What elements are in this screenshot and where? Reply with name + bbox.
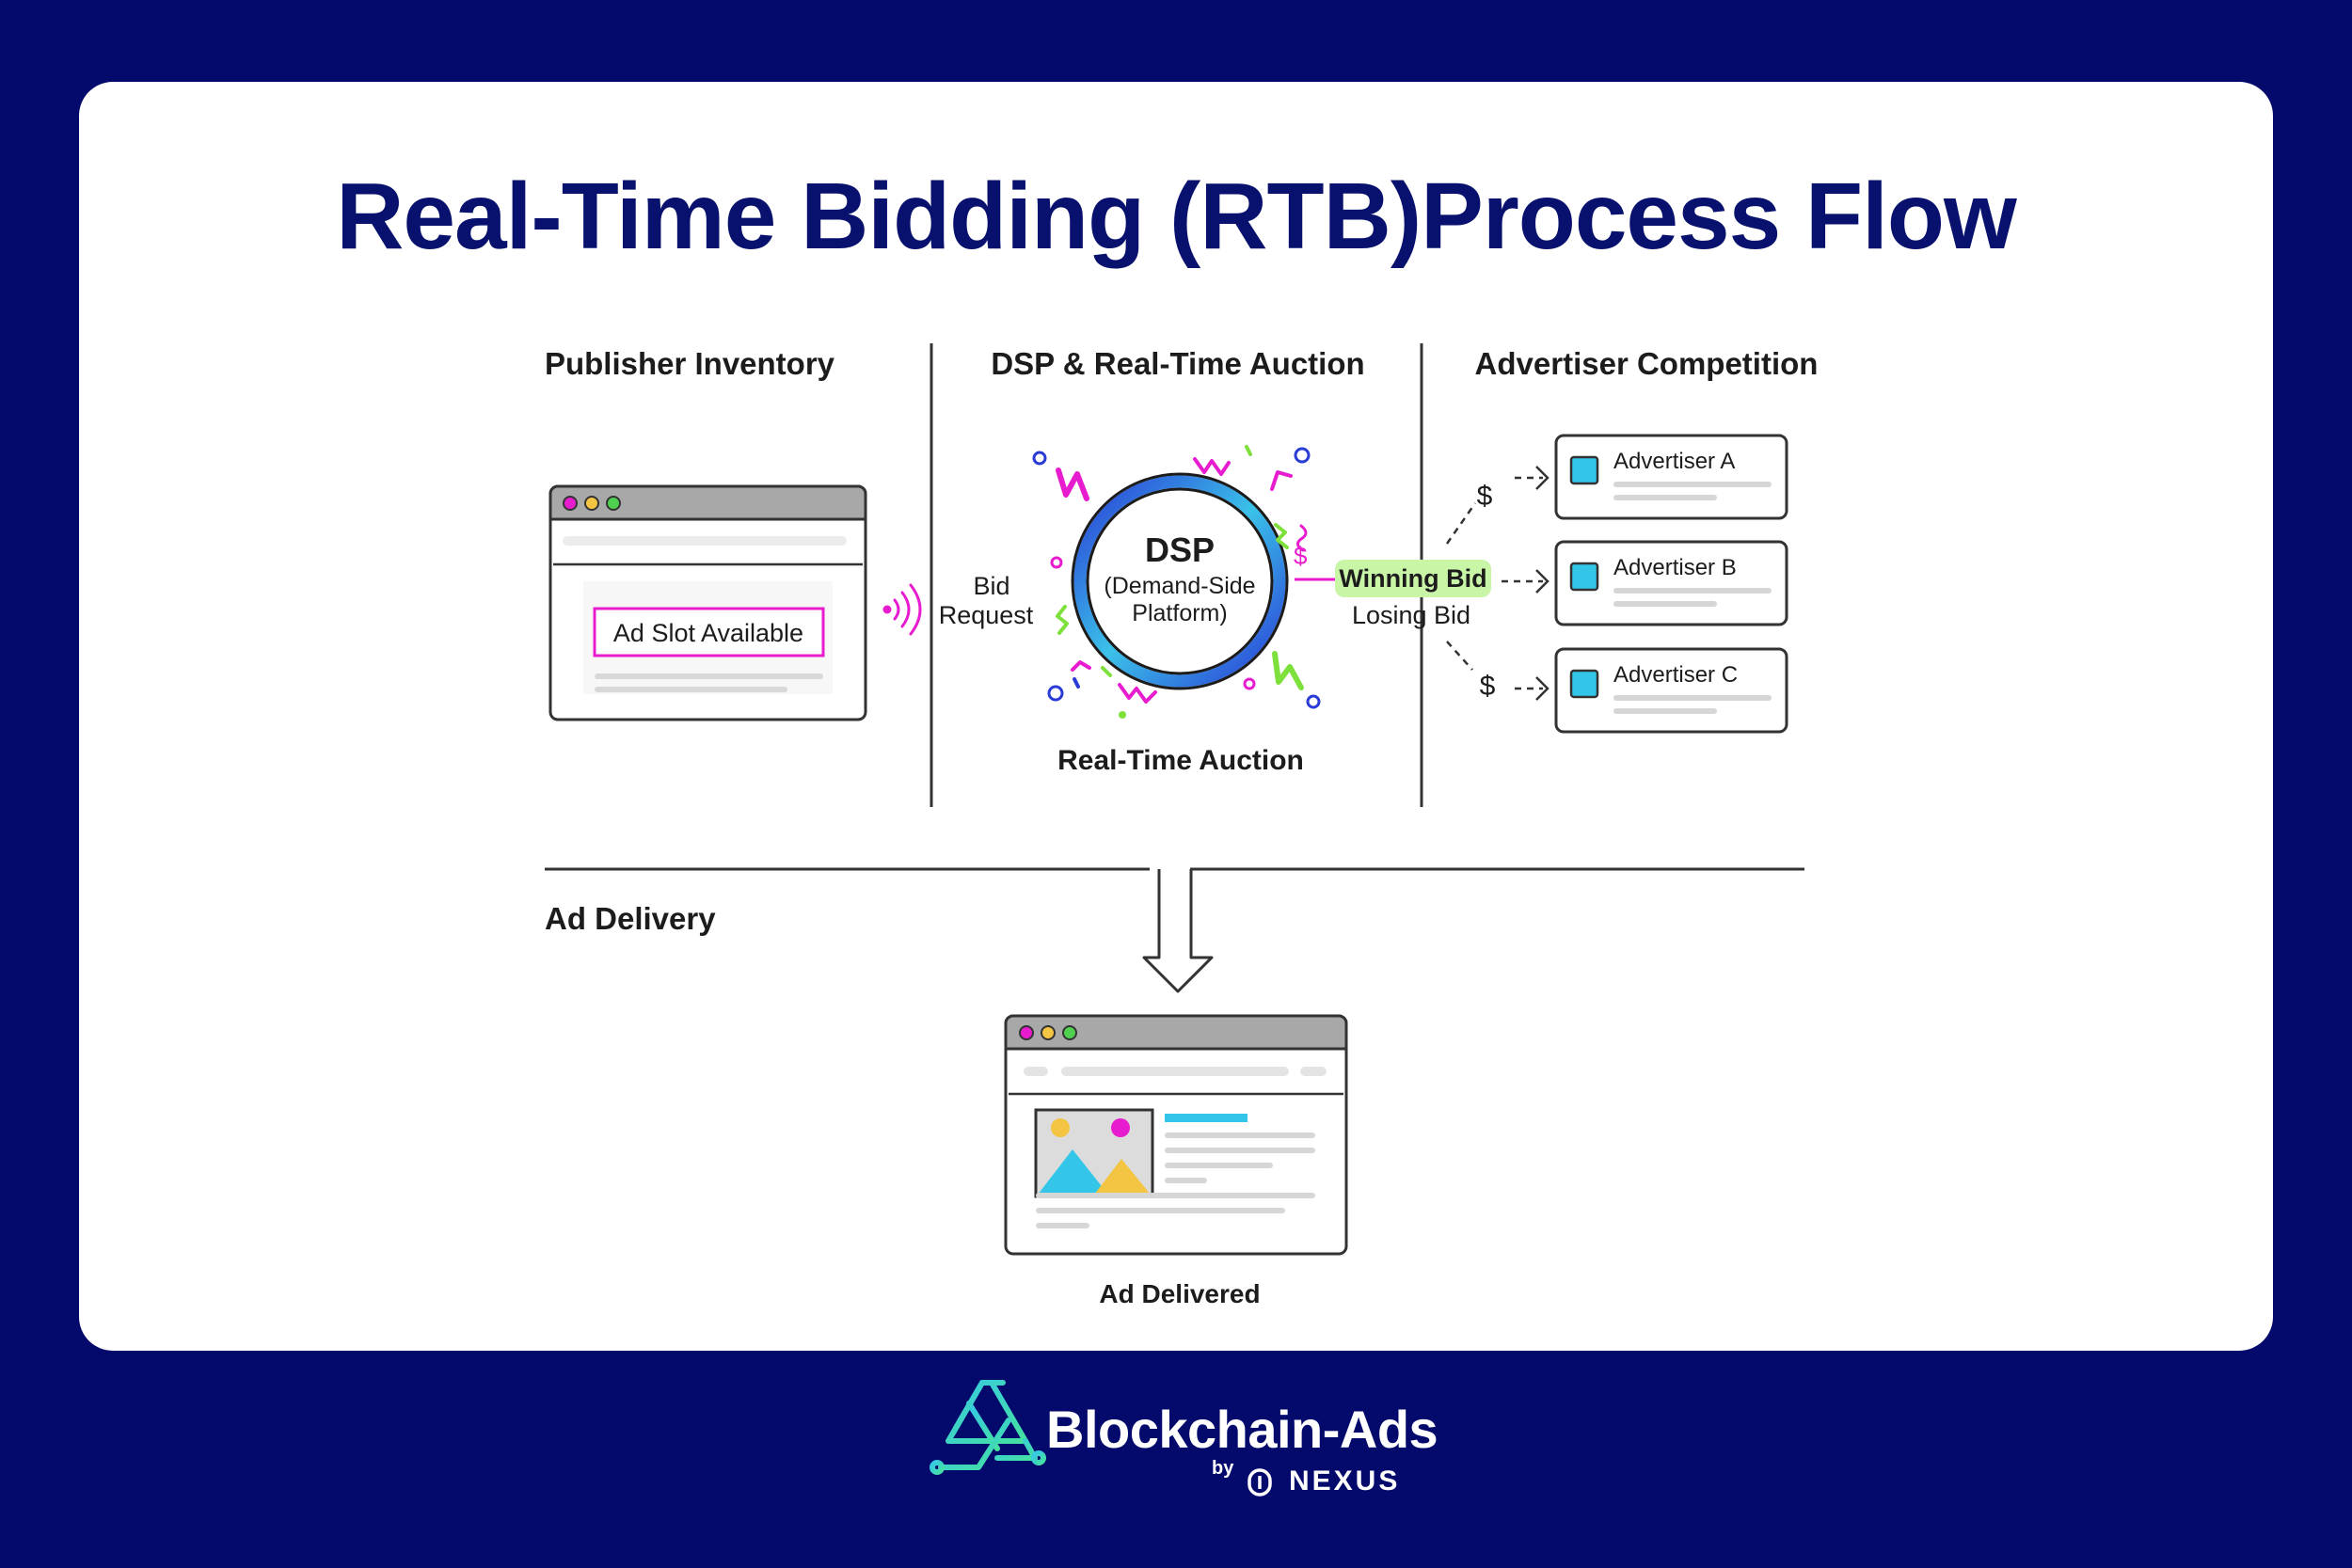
section-delivery: Ad Delivery bbox=[545, 901, 716, 936]
dsp-node: DSP (Demand-Side Platform) bbox=[1071, 472, 1289, 690]
ad-image-icon bbox=[1034, 1108, 1154, 1198]
ad-delivered-label: Ad Delivered bbox=[1099, 1279, 1260, 1308]
bid-request-label-line2: Request bbox=[939, 601, 1034, 629]
window-dot-yellow-icon bbox=[584, 496, 599, 511]
delivered-browser-window bbox=[1004, 1014, 1348, 1256]
blockchain-ads-logo-icon bbox=[930, 1380, 1046, 1475]
arrowheads-icon bbox=[1535, 466, 1549, 701]
bid-request-label-line1: Bid bbox=[973, 572, 1009, 600]
dsp-caption: Real-Time Auction bbox=[1057, 745, 1304, 776]
winning-bid-highlight bbox=[1335, 560, 1491, 597]
sparkle-dollar: $ bbox=[1294, 542, 1308, 570]
ad-slot-box bbox=[593, 607, 825, 657]
window-dot-red-icon bbox=[1019, 1025, 1034, 1040]
publisher-browser-window: Ad Slot Available bbox=[548, 484, 867, 721]
winning-bid-label: Winning Bid bbox=[1339, 564, 1486, 593]
section-publisher: Publisher Inventory bbox=[545, 346, 835, 381]
advertiser-c-icon bbox=[1569, 669, 1599, 699]
auction-sparkles: $ bbox=[1032, 445, 1321, 719]
page-title: Real-Time Bidding (RTB)Process Flow bbox=[336, 164, 2017, 269]
advertiser-card-a: Advertiser A bbox=[1554, 434, 1788, 520]
ad-slot-label: Ad Slot Available bbox=[613, 619, 803, 647]
dollar-sign-bottom: $ bbox=[1480, 671, 1496, 702]
window-dot-yellow-icon bbox=[1041, 1025, 1056, 1040]
advertiser-a-label: Advertiser A bbox=[1613, 449, 1735, 474]
delivery-arrow-icon bbox=[1142, 869, 1214, 993]
advertiser-card-c: Advertiser C bbox=[1554, 647, 1788, 734]
advertiser-b-icon bbox=[1569, 562, 1599, 592]
losing-bid-label: Losing Bid bbox=[1352, 601, 1470, 629]
advertiser-c-label: Advertiser C bbox=[1613, 662, 1738, 688]
brand-partner: NEXUS bbox=[1289, 1465, 1401, 1497]
signal-waves-icon bbox=[882, 583, 922, 636]
brand-name: Blockchain-Ads bbox=[1046, 1400, 1438, 1459]
window-dot-red-icon bbox=[563, 496, 578, 511]
window-dot-green-icon bbox=[606, 496, 621, 511]
advertiser-b-label: Advertiser B bbox=[1613, 555, 1737, 580]
brand-by: by bbox=[1212, 1458, 1234, 1479]
nexus-logo-icon bbox=[1248, 1468, 1272, 1497]
window-dot-green-icon bbox=[1062, 1025, 1077, 1040]
section-dsp: DSP & Real-Time Auction bbox=[991, 346, 1364, 381]
dollar-sign-top: $ bbox=[1477, 481, 1493, 512]
dsp-full-line2: Platform) bbox=[1132, 600, 1227, 626]
advertiser-a-icon bbox=[1569, 455, 1599, 485]
bid-arrows bbox=[1445, 476, 1543, 690]
dsp-full-line1: (Demand-Side bbox=[1104, 573, 1255, 599]
advertiser-card-b: Advertiser B bbox=[1554, 540, 1788, 626]
dsp-title: DSP bbox=[1145, 531, 1215, 569]
section-advertiser: Advertiser Competition bbox=[1475, 346, 1819, 381]
